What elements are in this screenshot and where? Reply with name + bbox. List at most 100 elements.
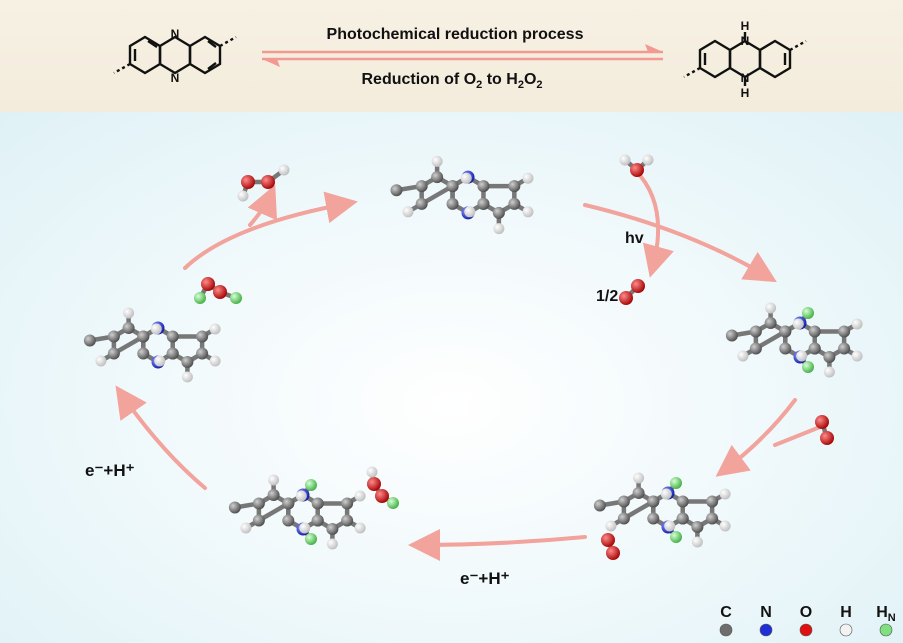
carbon-atom xyxy=(390,184,403,197)
carbon-atom xyxy=(326,523,339,535)
o2-product xyxy=(619,279,645,305)
carbon-atom xyxy=(415,180,428,193)
hydrogen-atom xyxy=(792,318,804,330)
oxygen-atom xyxy=(820,431,834,445)
carbon-atom xyxy=(749,342,762,355)
carbon-atom xyxy=(706,495,719,508)
forward-process-label: Photochemical reduction process xyxy=(327,26,584,43)
hydrogen-atom xyxy=(354,522,366,534)
carbon-atom xyxy=(764,317,777,329)
phenazine-structure-left xyxy=(113,35,237,75)
electron-proton-label-bottom: e⁻+H⁺ xyxy=(460,569,510,588)
carbon-atom xyxy=(311,497,324,510)
carbon-atom xyxy=(446,197,459,210)
carbon-atom xyxy=(341,497,354,510)
carbon-atom xyxy=(252,497,265,510)
carbon-atom xyxy=(779,325,792,338)
carbon-atom xyxy=(691,521,704,533)
h2o2-molecule xyxy=(237,164,290,202)
carbon-atom xyxy=(617,512,630,525)
electron-proton-label-left: e⁻+H⁺ xyxy=(85,461,135,480)
carbon-atom xyxy=(83,334,96,347)
hydrogen-atom xyxy=(181,371,193,383)
oxygen-atom xyxy=(601,533,615,547)
hydrogen-atom xyxy=(660,488,672,500)
carbon-atom xyxy=(446,180,459,193)
carbon-atom xyxy=(341,514,354,527)
hydrogen-atom xyxy=(240,522,252,534)
carbon-atom xyxy=(632,487,645,499)
reverse-process-label: Reduction of O2 to H2O2 xyxy=(361,71,542,91)
carbon-atom xyxy=(282,497,295,510)
legend-atom-swatch xyxy=(759,623,773,637)
n-hydrogen-atom xyxy=(802,307,814,319)
hv-label: hv xyxy=(625,230,644,247)
water-molecule xyxy=(619,154,654,177)
carbon-atom xyxy=(431,171,444,184)
legend-atom-swatch xyxy=(839,623,853,637)
hydrogen-atom xyxy=(354,490,366,502)
carbon-atom xyxy=(181,356,194,368)
carbon-atom xyxy=(228,501,241,514)
carbon-atom xyxy=(492,206,505,219)
molecule-models xyxy=(83,154,863,560)
hydrogen-atom xyxy=(823,366,835,378)
carbon-atom xyxy=(593,499,606,512)
carbon-atom xyxy=(122,322,135,334)
carbon-atom xyxy=(808,342,821,355)
oxygen-atom xyxy=(631,279,645,293)
hydrogen-atom xyxy=(299,522,311,534)
hydrogen-atom xyxy=(460,172,472,184)
ring-atom-label: N xyxy=(741,71,750,85)
carbon-atom xyxy=(477,180,490,193)
oxygen-atom xyxy=(619,291,633,305)
ring-atom-label: H xyxy=(741,19,750,33)
legend-atom-swatch xyxy=(799,623,813,637)
carbon-atom xyxy=(311,514,324,527)
carbon-atom xyxy=(725,329,738,342)
hydrogen-atom xyxy=(268,474,280,486)
hydrogen-atom xyxy=(209,355,221,367)
hydrogen-atom xyxy=(851,318,863,330)
reaction-header-band xyxy=(0,0,903,112)
hydrogen-atom xyxy=(154,355,166,367)
o2h2-molecule xyxy=(194,277,242,304)
hydrogen-atom xyxy=(95,355,107,367)
carbon-atom xyxy=(415,197,428,210)
legend-atom-swatch xyxy=(879,623,893,637)
n-hydrogen-atom xyxy=(387,497,399,509)
carbon-atom xyxy=(196,347,209,360)
n-hydrogen-atom xyxy=(670,531,682,543)
n-hydrogen-atom xyxy=(230,292,242,304)
carbon-atom xyxy=(838,325,851,338)
hydrogen-atom xyxy=(493,223,505,235)
oxygen-atom xyxy=(201,277,215,291)
carbon-atom xyxy=(838,342,851,355)
hydrogen-atom xyxy=(605,520,617,532)
n-hydrogen-atom xyxy=(305,533,317,545)
legend-symbol: H xyxy=(840,604,852,621)
hydrogen-atom xyxy=(431,155,443,167)
hydrogen-atom xyxy=(719,520,731,532)
carbon-atom xyxy=(137,347,150,360)
hydrogen-atom xyxy=(150,323,162,335)
n-hydrogen-atom xyxy=(194,292,206,304)
oxygen-atom xyxy=(367,477,381,491)
hydrogen-atom xyxy=(619,154,631,166)
n-hydrogen-atom xyxy=(802,361,814,373)
carbon-atom xyxy=(823,351,836,363)
o2-reactant xyxy=(815,415,834,445)
carbon-atom xyxy=(166,330,179,343)
hydrogen-atom xyxy=(737,350,749,362)
ring-atom-label: N xyxy=(171,27,180,41)
carbon-atom xyxy=(647,512,660,525)
molecule-intermediate-bottom xyxy=(228,474,366,550)
oxygen-atom xyxy=(213,285,227,299)
hydrogen-atom xyxy=(522,172,534,184)
carbon-atom xyxy=(196,330,209,343)
oxygen-atom xyxy=(815,415,829,429)
hydrogen-atom xyxy=(691,536,703,548)
carbon-atom xyxy=(477,197,490,210)
